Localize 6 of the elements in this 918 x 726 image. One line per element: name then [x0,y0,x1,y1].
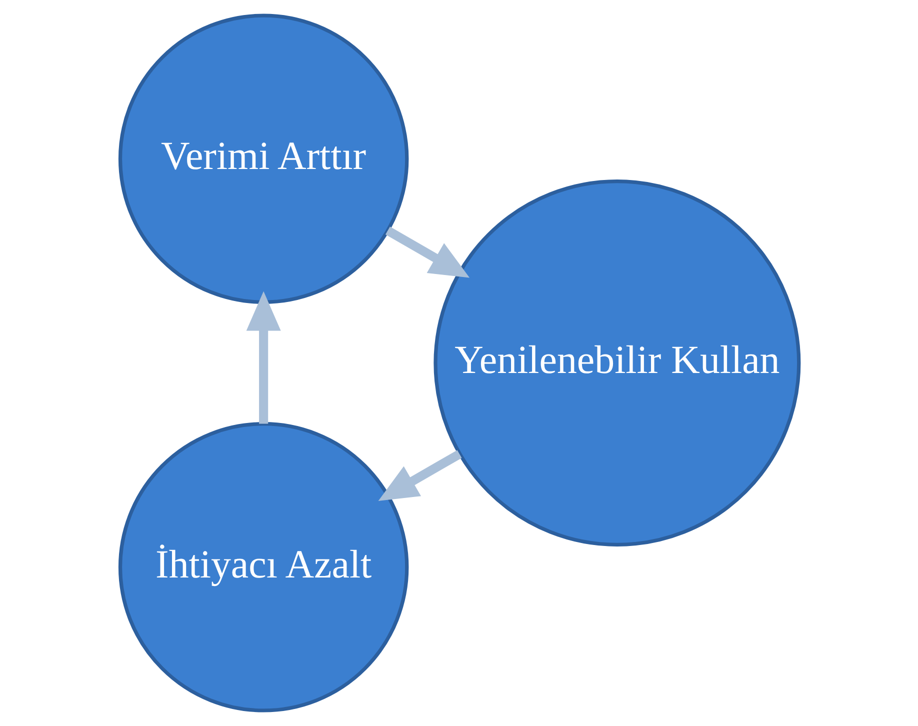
arrow [384,226,470,278]
node-circle: İhtiyacı Azalt [118,422,408,712]
arrow [246,291,280,424]
node-circle: Verimi Arttır [118,14,408,304]
arrow [378,450,462,501]
node-circle: Yenilenebilir Kullan [433,180,800,546]
